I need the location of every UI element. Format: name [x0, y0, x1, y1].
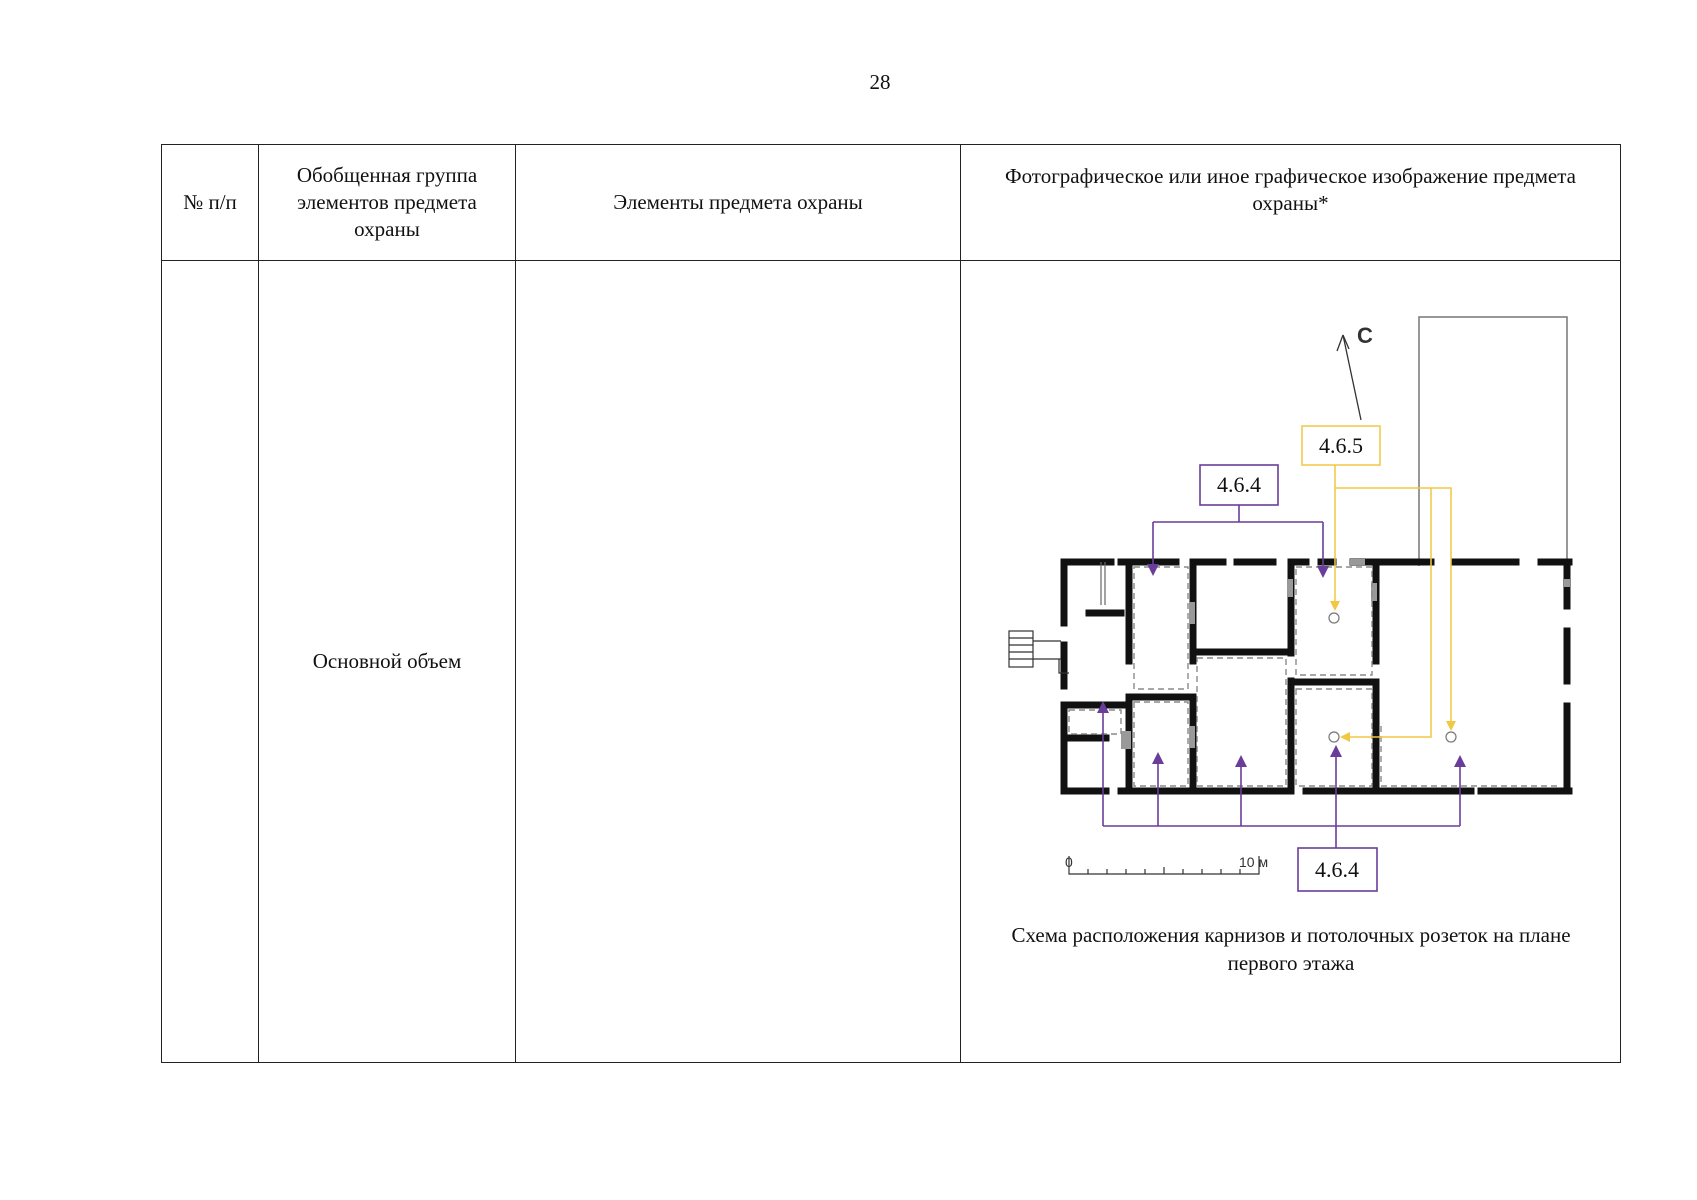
floor-plan-diagram: С	[1008, 316, 1573, 892]
north-arrow-icon: С	[1336, 323, 1373, 421]
cell-num	[161, 260, 259, 1063]
cell-elements	[515, 260, 961, 1063]
label-4-6-4-top: 4.6.4	[1199, 464, 1279, 506]
page-number: 28	[869, 70, 891, 94]
header-image: Фотографическое или иное графическое изо…	[960, 144, 1621, 261]
north-label: С	[1357, 323, 1373, 348]
label-text-4-6-5: 4.6.5	[1319, 433, 1363, 458]
header-elements: Элементы предмета охраны	[515, 144, 961, 261]
cell-figure: С	[960, 260, 1621, 1063]
scale-bar	[1068, 856, 1260, 875]
label-text-4-6-4-bottom: 4.6.4	[1315, 857, 1359, 882]
scale-start: 0	[1065, 854, 1073, 870]
protection-table: № п/п Обобщенная группа элементов предме…	[161, 144, 1621, 1063]
floor-plan-figure: С	[961, 261, 1621, 1063]
header-num: № п/п	[161, 144, 259, 261]
table-row: Основной объем С	[161, 260, 1621, 1063]
scale-end: 10 м	[1239, 854, 1268, 870]
header-group: Обобщенная группа элементов предмета охр…	[258, 144, 516, 261]
figure-caption: Схема расположения карнизов и потолочных…	[1011, 923, 1571, 975]
cell-group: Основной объем	[258, 260, 516, 1063]
label-text-4-6-4-top: 4.6.4	[1217, 472, 1261, 497]
table-header-row: № п/п Обобщенная группа элементов предме…	[161, 144, 1621, 261]
label-4-6-4-bottom: 4.6.4	[1297, 847, 1378, 892]
label-4-6-5: 4.6.5	[1301, 425, 1381, 466]
